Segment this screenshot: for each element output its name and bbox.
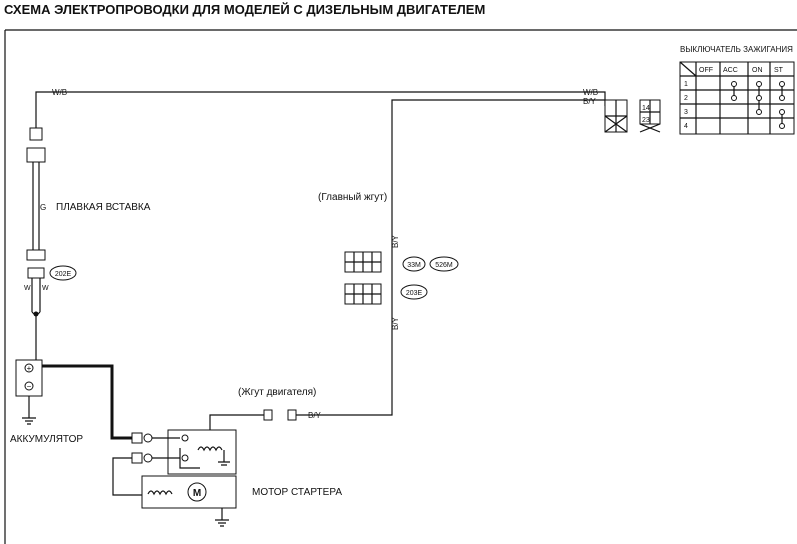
motor-armature (187, 482, 207, 502)
fuse-link-body (32, 162, 40, 250)
fusible-link-label: ПЛАВКАЯ ВСТАВКА (56, 202, 151, 213)
ignition-on-dot-3 (756, 109, 762, 115)
ignition-table-grid (679, 61, 794, 134)
solenoid-link (152, 437, 200, 469)
connector-203e-badge (400, 284, 428, 300)
fuse-connector-top (29, 127, 43, 141)
ignition-col-on: ON (752, 67, 763, 74)
battery-minus-terminal (24, 381, 34, 391)
ignition-col-acc: ACC (723, 67, 738, 74)
engine-harness-label: (Жгут двигателя) (238, 387, 316, 398)
ignition-st-dot-1 (779, 81, 785, 87)
motor-ground (215, 508, 229, 527)
ignition-row-3: 3 (684, 109, 688, 116)
ignition-st-dot-4 (779, 123, 785, 129)
ignition-pin-cross (639, 123, 661, 133)
fuse-connector-upper (26, 147, 46, 163)
connector-203e-grid (345, 284, 381, 304)
connector-526m-badge (429, 256, 459, 272)
splice-dot (33, 311, 39, 317)
ignition-row-4: 4 (684, 123, 688, 130)
solenoid-coil (197, 446, 223, 452)
ignition-st-dot-2 (779, 95, 785, 101)
wire-label-wb-left: W/B (52, 88, 67, 97)
wire-label-g: G (40, 203, 46, 212)
wire-label-by-top: B/Y (583, 97, 597, 106)
starter-lug-lower (131, 452, 143, 464)
motor-symbol: M (193, 488, 201, 499)
connector-526m-label: 526M (435, 262, 453, 269)
connector-33m-grid (345, 252, 381, 272)
ignition-st-dot-3 (779, 109, 785, 115)
battery-plus-terminal (24, 363, 34, 373)
starter-terminal-lower (143, 453, 153, 463)
battery-minus-sign: − (27, 382, 32, 391)
connector-202e-badge (49, 265, 77, 281)
wire-label-w-right: W (42, 285, 49, 292)
engine-harness-connector-b (287, 409, 297, 421)
starter-terminal-upper (143, 433, 153, 443)
battery-cable (42, 364, 132, 440)
connector-33m-label: 33M (407, 262, 421, 269)
wire-label-by-vertical-lower: B/Y (391, 316, 400, 330)
battery-plus-sign: + (27, 364, 32, 373)
starter-lug-upper (131, 432, 143, 444)
ignition-col-off: OFF (699, 67, 713, 74)
battery-label: АККУМУЛЯТОР (10, 434, 83, 445)
solenoid-contact-b (181, 454, 189, 462)
starter-lower-loop (112, 457, 142, 496)
ignition-on-dot-1 (756, 81, 762, 87)
battery-ground-wire (22, 396, 36, 425)
engine-harness-wire (209, 414, 264, 430)
fuse-connector-lower (26, 249, 46, 261)
ignition-connector-grid (604, 100, 628, 133)
starter-motor-label: МОТОР СТАРТЕРА (252, 487, 342, 498)
ignition-switch-label: ВЫКЛЮЧАТЕЛЬ ЗАЖИГАНИЯ (680, 45, 793, 54)
solenoid-contact-a (181, 434, 189, 442)
ignition-pins-bottom: 23 (642, 117, 650, 124)
connector-33m-badge (402, 256, 426, 272)
motor-field-coil (147, 490, 173, 496)
ignition-acc-dot-2 (731, 95, 737, 101)
wire-w-pair (31, 278, 41, 360)
ignition-switch-table: OFF ACC ON ST 1 2 3 4 (679, 61, 795, 135)
diagram-title: СХЕМА ЭЛЕКТРОПРОВОДКИ ДЛЯ МОДЕЛЕЙ С ДИЗЕ… (4, 2, 485, 17)
ignition-row-2: 2 (684, 95, 688, 102)
starter-solenoid-housing (167, 429, 237, 475)
solenoid-ground (218, 450, 230, 466)
ignition-col-st: ST (774, 67, 784, 74)
ignition-row-1: 1 (684, 81, 688, 88)
ignition-pins-top: 14 (642, 105, 650, 112)
main-harness-label: (Главный жгут) (318, 192, 387, 203)
wire-label-w-left: W (24, 285, 31, 292)
wire-label-wb-right: W/B (583, 88, 598, 97)
engine-harness-connector-a (263, 409, 273, 421)
ignition-acc-dot-1 (731, 81, 737, 87)
ignition-pin-grid (640, 100, 660, 124)
wire-wb (35, 91, 606, 128)
ignition-on-dot-2 (756, 95, 762, 101)
connector-202e-block (27, 267, 45, 279)
connector-203e-label: 203E (406, 290, 423, 297)
connector-202e-label: 202E (55, 271, 72, 278)
page-frame (4, 29, 797, 544)
wire-label-by-vertical-upper: B/Y (391, 234, 400, 248)
